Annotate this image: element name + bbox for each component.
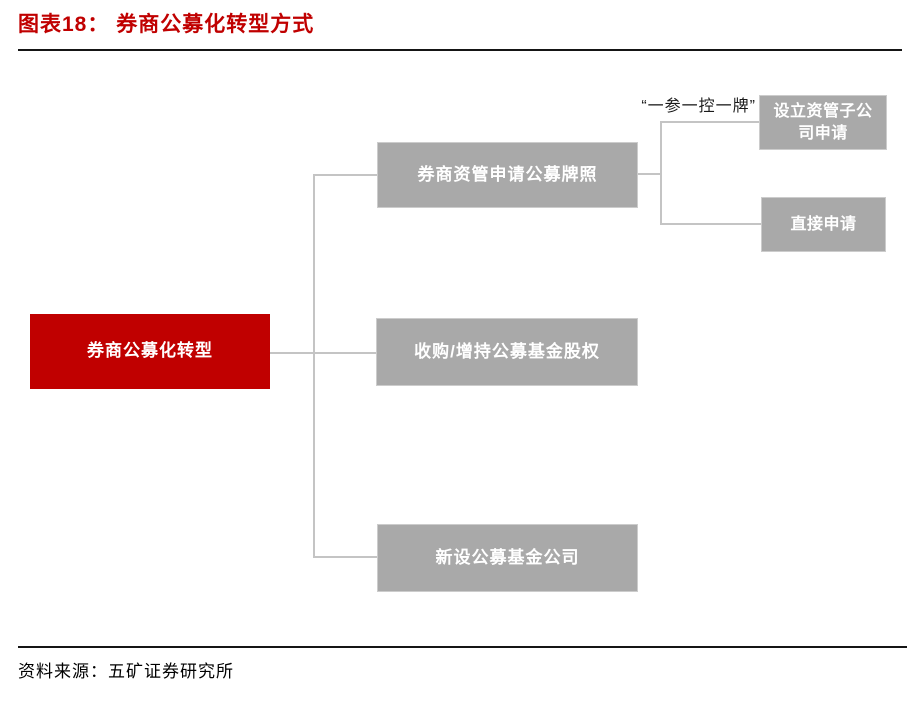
connector-secondary-vertical xyxy=(660,121,662,225)
figure-title: 图表18： 券商公募化转型方式 xyxy=(18,13,315,36)
node-sub-direct-application: 直接申请 xyxy=(761,197,886,252)
connector-sub2-horizontal xyxy=(660,223,761,225)
connector-branch3-horizontal xyxy=(313,556,377,558)
title-divider xyxy=(18,49,902,51)
node-branch-new-public-fund-company: 新设公募基金公司 xyxy=(377,524,638,592)
source-note: 资料来源：五矿证券研究所 xyxy=(18,662,234,681)
node-root-broker-public-fund-transformation: 券商公募化转型 xyxy=(30,314,270,389)
connector-trunk-vertical xyxy=(313,174,315,558)
connector-branch1-horizontal xyxy=(313,174,377,176)
annotation-one-participation-one-control-one-license: “一参一控一牌” xyxy=(641,98,756,115)
connector-root-horizontal xyxy=(269,352,377,354)
node-sub-setup-asset-mgmt-subsidiary: 设立资管子公司申请 xyxy=(759,95,887,150)
node-branch-asset-mgmt-license-application: 券商资管申请公募牌照 xyxy=(377,142,638,208)
node-branch-acquire-increase-fund-equity: 收购/增持公募基金股权 xyxy=(376,318,638,386)
footer-divider xyxy=(18,646,907,648)
connector-branch1-right-horizontal xyxy=(638,173,661,175)
connector-sub1-horizontal xyxy=(660,121,759,123)
